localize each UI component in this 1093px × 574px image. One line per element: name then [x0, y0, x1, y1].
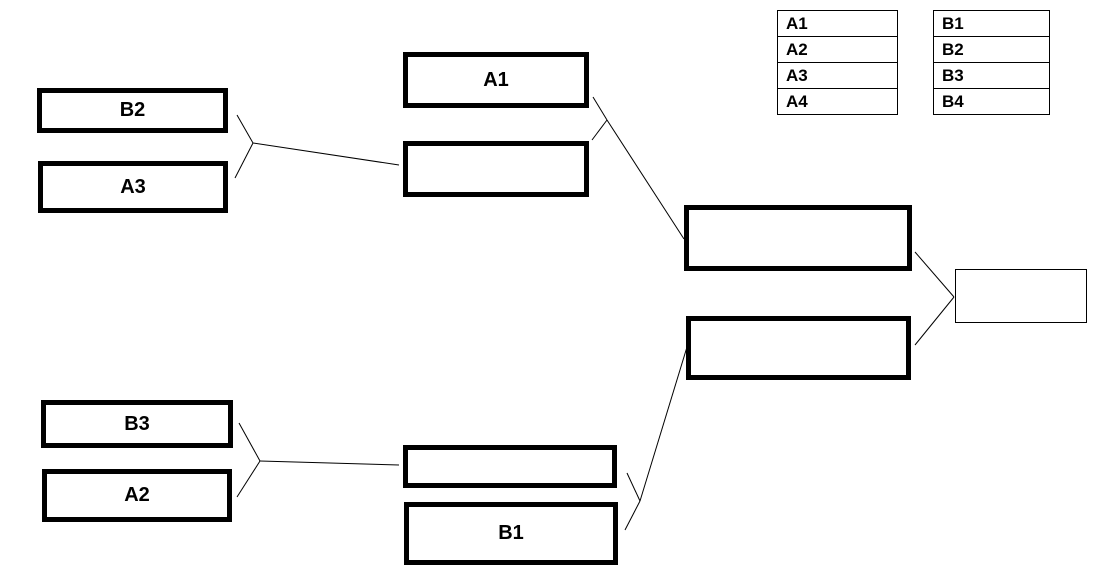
list-b-item-b2[interactable]: B2 — [933, 36, 1050, 63]
team-box-a3[interactable]: A3 — [38, 161, 228, 213]
list-a-item-a1[interactable]: A1 — [777, 10, 898, 37]
seed-list-b: B1 B2 B3 B4 — [933, 10, 1050, 115]
connector-line — [591, 119, 608, 141]
connector-line — [236, 114, 254, 144]
team-box-a1[interactable]: A1 — [403, 52, 589, 108]
team-box-b1[interactable]: B1 — [404, 502, 618, 565]
winner-slot-top[interactable] — [403, 141, 589, 197]
list-b-item-b4[interactable]: B4 — [933, 88, 1050, 115]
list-a-item-a4[interactable]: A4 — [777, 88, 898, 115]
seed-list-a: A1 A2 A3 A4 — [777, 10, 898, 115]
list-a-item-a2[interactable]: A2 — [777, 36, 898, 63]
connector-line — [238, 422, 261, 462]
team-box-a2[interactable]: A2 — [42, 469, 232, 522]
list-b-item-b1[interactable]: B1 — [933, 10, 1050, 37]
connector-line — [606, 119, 685, 240]
team-box-b3[interactable]: B3 — [41, 400, 233, 448]
team-box-b2[interactable]: B2 — [37, 88, 228, 133]
list-b-item-b3[interactable]: B3 — [933, 62, 1050, 89]
connector-line — [236, 460, 261, 498]
connector-line — [252, 142, 400, 166]
connector-line — [592, 96, 608, 121]
winner-slot-bottom[interactable] — [403, 445, 617, 488]
connector-line — [914, 251, 955, 298]
semifinal-slot-bottom[interactable] — [686, 316, 911, 380]
connector-line — [259, 460, 400, 466]
final-slot[interactable] — [955, 269, 1087, 323]
connector-line — [624, 500, 641, 531]
connector-line — [639, 346, 688, 502]
list-a-item-a3[interactable]: A3 — [777, 62, 898, 89]
connector-line — [626, 472, 641, 502]
semifinal-slot-top[interactable] — [684, 205, 912, 271]
connector-line — [914, 296, 955, 346]
connector-line — [234, 142, 254, 179]
